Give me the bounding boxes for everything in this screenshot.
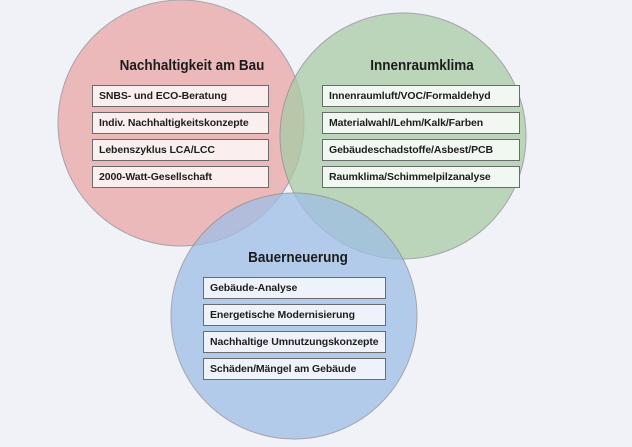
items-innenraum: Innenraumluft/VOC/Formaldehyd Materialwa… (322, 85, 520, 193)
item-box: Raumklima/Schimmelpilzanalyse (322, 166, 520, 188)
item-box: Gebäudeschadstoffe/Asbest/PCB (322, 139, 520, 161)
item-box: Innenraumluft/VOC/Formaldehyd (322, 85, 520, 107)
items-nachhaltigkeit: SNBS- und ECO-Beratung Indiv. Nachhaltig… (92, 85, 269, 193)
item-box: 2000-Watt-Gesellschaft (92, 166, 269, 188)
circle-title-innenraum: Innenraumklima (370, 57, 474, 74)
item-box: Indiv. Nachhaltigkeitskonzepte (92, 112, 269, 134)
item-box: Materialwahl/Lehm/Kalk/Farben (322, 112, 520, 134)
item-box: Lebenszyklus LCA/LCC (92, 139, 269, 161)
circle-title-nachhaltigkeit: Nachhaltigkeit am Bau (119, 57, 265, 74)
item-box: Gebäude-Analyse (203, 277, 386, 299)
item-box: Energetische Modernisierung (203, 304, 386, 326)
circle-title-bauerneuerung: Bauerneuerung (248, 249, 348, 266)
item-box: Nachhaltige Umnutzungskonzepte (203, 331, 386, 353)
item-box: SNBS- und ECO-Beratung (92, 85, 269, 107)
items-bauerneuerung: Gebäude-Analyse Energetische Modernisier… (203, 277, 386, 385)
item-box: Schäden/Mängel am Gebäude (203, 358, 386, 380)
